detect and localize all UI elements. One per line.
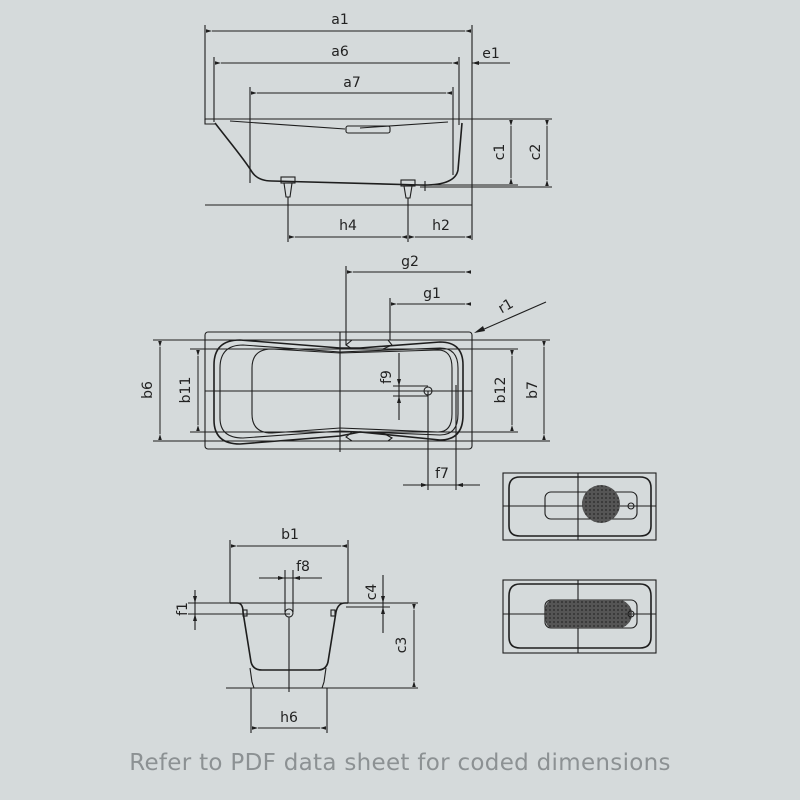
side-view	[204, 25, 552, 242]
foot-right	[400, 179, 416, 242]
label-c4: c4	[364, 584, 380, 601]
foot-left	[280, 176, 296, 242]
plan-view	[153, 266, 550, 490]
label-b1: b1	[281, 527, 299, 543]
label-a6: a6	[331, 44, 349, 60]
label-h6: h6	[280, 710, 298, 726]
label-c3: c3	[394, 637, 410, 654]
label-c1: c1	[492, 144, 508, 161]
label-b7: b7	[525, 381, 541, 399]
caption: Refer to PDF data sheet for coded dimens…	[129, 750, 671, 776]
label-a7: a7	[343, 75, 361, 91]
label-h4: h4	[339, 218, 357, 234]
label-g2: g2	[401, 254, 419, 270]
label-h2: h2	[432, 218, 450, 234]
label-g1: g1	[423, 286, 441, 302]
label-b11: b11	[178, 377, 194, 404]
label-f8: f8	[296, 559, 310, 575]
thumbnail-round-massage	[502, 472, 657, 541]
label-f1: f1	[175, 602, 191, 616]
label-a1: a1	[331, 12, 349, 28]
label-c2: c2	[528, 144, 544, 161]
thumbnail-long-massage	[502, 579, 657, 654]
label-r1: r1	[496, 296, 517, 317]
dimension-labels: a1 a6 a7 e1 c1 c2 h4 h2 g2 g1 r1 b6 b11 …	[140, 12, 544, 726]
label-e1: e1	[482, 46, 500, 62]
label-b6: b6	[140, 381, 156, 399]
label-f7: f7	[435, 466, 449, 482]
label-f9: f9	[379, 370, 395, 384]
cross-section-view	[188, 540, 418, 733]
label-b12: b12	[493, 377, 509, 404]
